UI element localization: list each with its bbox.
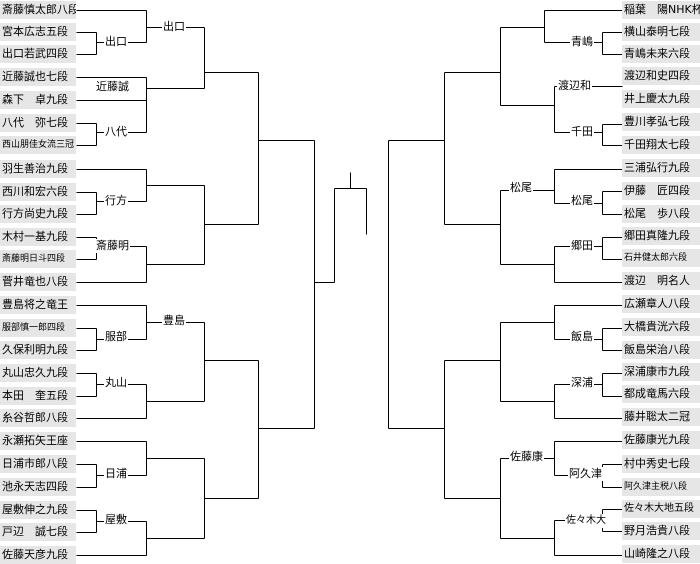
left-player: 斎藤慎太郎八段 [0, 1, 76, 19]
left-r1-winner: 近藤誠 [95, 80, 130, 94]
left-player: 斎藤明日斗四段 [0, 250, 76, 268]
right-r2-winner: 佐藤康 [509, 450, 544, 464]
left-player: 日浦市郎八段 [0, 455, 76, 473]
right-player: 青嶋未来六段 [622, 45, 700, 63]
left-player: 服部慎一郎四段 [0, 319, 76, 337]
left-r1-winner: 行方 [104, 194, 128, 208]
left-player: 屋敷伸之九段 [0, 501, 76, 519]
left-player: 戸辺 誠七段 [0, 523, 76, 541]
left-player: 丸山忠久九段 [0, 364, 76, 382]
left-player: 菅井竜也八段 [0, 273, 76, 291]
right-player: 稲葉 陽NHK杯 [622, 1, 700, 19]
left-player: 永瀬拓矢王座 [0, 432, 76, 450]
left-player: 佐藤天彦九段 [0, 546, 76, 564]
left-r1-winner: 出口 [104, 35, 128, 49]
right-player: 郷田真隆九段 [622, 227, 700, 245]
right-r1-winner: 松尾 [570, 194, 594, 208]
right-player: 都成竜馬六段 [622, 385, 700, 403]
right-player: 佐藤康光九段 [622, 431, 700, 449]
left-r2-winner: 出口 [162, 20, 186, 34]
right-player: 深浦康市九段 [622, 363, 700, 381]
left-player: 羽生善治九段 [0, 160, 76, 178]
right-player: 渡辺和史四段 [622, 67, 700, 85]
left-r1-winner: 斎藤明 [95, 239, 130, 253]
right-player: 渡辺 明名人 [622, 272, 700, 290]
left-player: 宮本広志五段 [0, 23, 76, 41]
right-player: 飯島栄治八段 [622, 341, 700, 359]
left-player: 近藤誠也七段 [0, 68, 76, 86]
right-r1-winner: 深浦 [570, 376, 594, 390]
left-player: 出口若武四段 [0, 45, 76, 63]
left-player: 西川和宏六段 [0, 183, 76, 201]
right-player: 千田翔太七段 [622, 136, 700, 154]
left-player: 久保利明九段 [0, 341, 76, 359]
right-r1-winner: 郷田 [570, 239, 594, 253]
right-r1-winner: 渡辺和 [557, 79, 592, 93]
right-player: 松尾 歩八段 [622, 205, 700, 223]
right-player: 佐々木大地五段 [622, 500, 700, 518]
right-player: 大橋貴洸六段 [622, 318, 700, 336]
left-player: 本田 奎五段 [0, 387, 76, 405]
right-player: 村中秀史七段 [622, 455, 700, 473]
right-r1-winner: 飯島 [570, 330, 594, 344]
right-player: 豊川孝弘七段 [622, 113, 700, 131]
left-r1-winner: 服部 [104, 330, 128, 344]
right-player: 三浦弘行九段 [622, 159, 700, 177]
left-player: 糸谷哲郎八段 [0, 409, 76, 427]
left-r2-winner: 豊島 [162, 314, 186, 328]
right-player: 広瀬章人八段 [622, 295, 700, 313]
right-player: 野月浩貴八段 [622, 522, 700, 540]
left-r1-winner: 八代 [104, 125, 128, 139]
right-player: 山崎隆之八段 [622, 545, 700, 563]
right-r1-winner: 阿久津 [568, 467, 603, 481]
right-r1-winner: 千田 [570, 125, 594, 139]
left-player: 木村一基九段 [0, 228, 76, 246]
right-player: 伊藤 匠四段 [622, 182, 700, 200]
right-player: 藤井聡太二冠 [622, 408, 700, 426]
left-player: 行方尚史九段 [0, 205, 76, 223]
left-player: 西山朋佳女流三冠 [0, 136, 76, 154]
left-r1-winner: 日浦 [104, 467, 128, 481]
right-r2-winner: 松尾 [509, 181, 533, 195]
left-player: 池永天志四段 [0, 478, 76, 496]
right-r1-winner: 青嶋 [570, 35, 594, 49]
right-player: 阿久津主税八段 [622, 478, 700, 496]
left-player: 八代 弥七段 [0, 114, 76, 132]
left-player: 豊島将之竜王 [0, 296, 76, 314]
right-player: 井上慶太九段 [622, 90, 700, 108]
right-r1-winner: 佐々木大 [565, 514, 607, 528]
right-player: 横山泰明七段 [622, 23, 700, 41]
right-player: 石井健太郎六段 [622, 249, 700, 267]
left-r1-winner: 丸山 [104, 376, 128, 390]
left-player: 森下 卓九段 [0, 91, 76, 109]
left-r1-winner: 屋敷 [104, 513, 128, 527]
